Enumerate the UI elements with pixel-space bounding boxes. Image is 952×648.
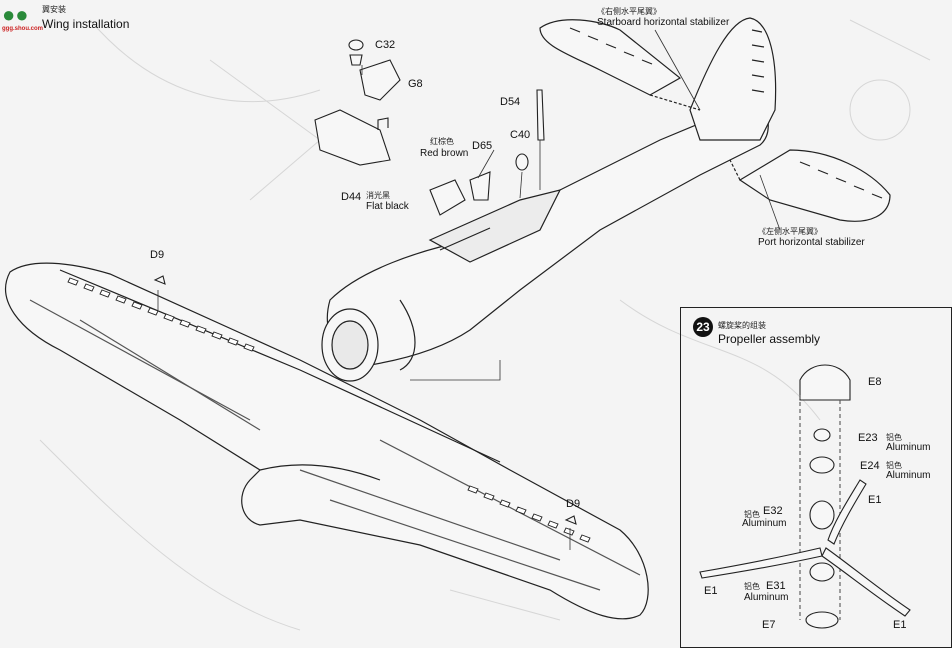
starboard-stabilizer — [539, 19, 701, 111]
part-label-d44: D44 — [341, 191, 362, 203]
step-title-cn: 翼安装 — [42, 5, 66, 14]
part-label-d54: D54 — [500, 96, 521, 108]
color-cn-e24: 铝色 — [886, 461, 902, 470]
part-label-e24: E24 — [860, 460, 880, 472]
logo-glyphs: ●● — [2, 2, 29, 27]
propeller-drawing — [699, 364, 911, 629]
part-label-c32: C32 — [375, 39, 396, 51]
part-label-d9-left: D9 — [150, 249, 165, 261]
site-logo: ●● ggg.shou.com — [2, 2, 43, 36]
panel-title: Propeller assembly — [718, 332, 821, 346]
color-e24: Aluminum — [886, 470, 931, 481]
starboard-cn: 《右侧水平尾翼》 — [597, 7, 661, 16]
port-stabilizer — [729, 149, 891, 222]
part-label-e7: E7 — [762, 619, 776, 631]
logo-url: ggg.shou.com — [2, 26, 43, 32]
step-number-badge: 23 — [693, 317, 713, 337]
leader-lines — [157, 29, 781, 550]
port-label: Port horizontal stabilizer — [758, 237, 865, 248]
color-cn-d44: 消光黑 — [366, 191, 390, 200]
main-wing — [5, 262, 649, 620]
part-label-d65: D65 — [472, 140, 493, 152]
color-cn-d65: 红棕色 — [430, 137, 454, 146]
part-label-e1-left: E1 — [704, 585, 718, 597]
part-label-g8: G8 — [408, 78, 423, 90]
color-cn-e23: 铝色 — [886, 433, 902, 442]
part-label-e23: E23 — [858, 432, 878, 444]
color-e31: Aluminum — [744, 592, 789, 603]
fuselage — [321, 99, 769, 382]
bleed-through-lines — [39, 19, 931, 631]
color-cn-e32: 铝色 — [744, 510, 760, 519]
color-e32: Aluminum — [742, 518, 787, 529]
part-label-c40: C40 — [510, 129, 531, 141]
wing-rib-marks — [67, 277, 591, 543]
panel-title-cn: 螺旋桨的组装 — [718, 321, 766, 330]
color-d44: Flat black — [366, 201, 409, 212]
part-label-e1-top: E1 — [868, 494, 882, 506]
part-label-e32: E32 — [763, 505, 783, 517]
tail-fin — [689, 17, 777, 141]
color-d65: Red brown — [420, 148, 469, 159]
color-cn-e31: 铝色 — [744, 582, 760, 591]
color-e23: Aluminum — [886, 442, 931, 453]
part-label-e8: E8 — [868, 376, 882, 388]
part-label-e31: E31 — [766, 580, 786, 592]
part-label-e1-right: E1 — [893, 619, 907, 631]
small-parts — [153, 39, 577, 525]
port-cn: 《左侧水平尾翼》 — [758, 227, 822, 236]
step-title: Wing installation — [42, 17, 130, 31]
starboard-label: Starboard horizontal stabilizer — [597, 17, 730, 28]
part-label-d9-right: D9 — [566, 498, 581, 510]
